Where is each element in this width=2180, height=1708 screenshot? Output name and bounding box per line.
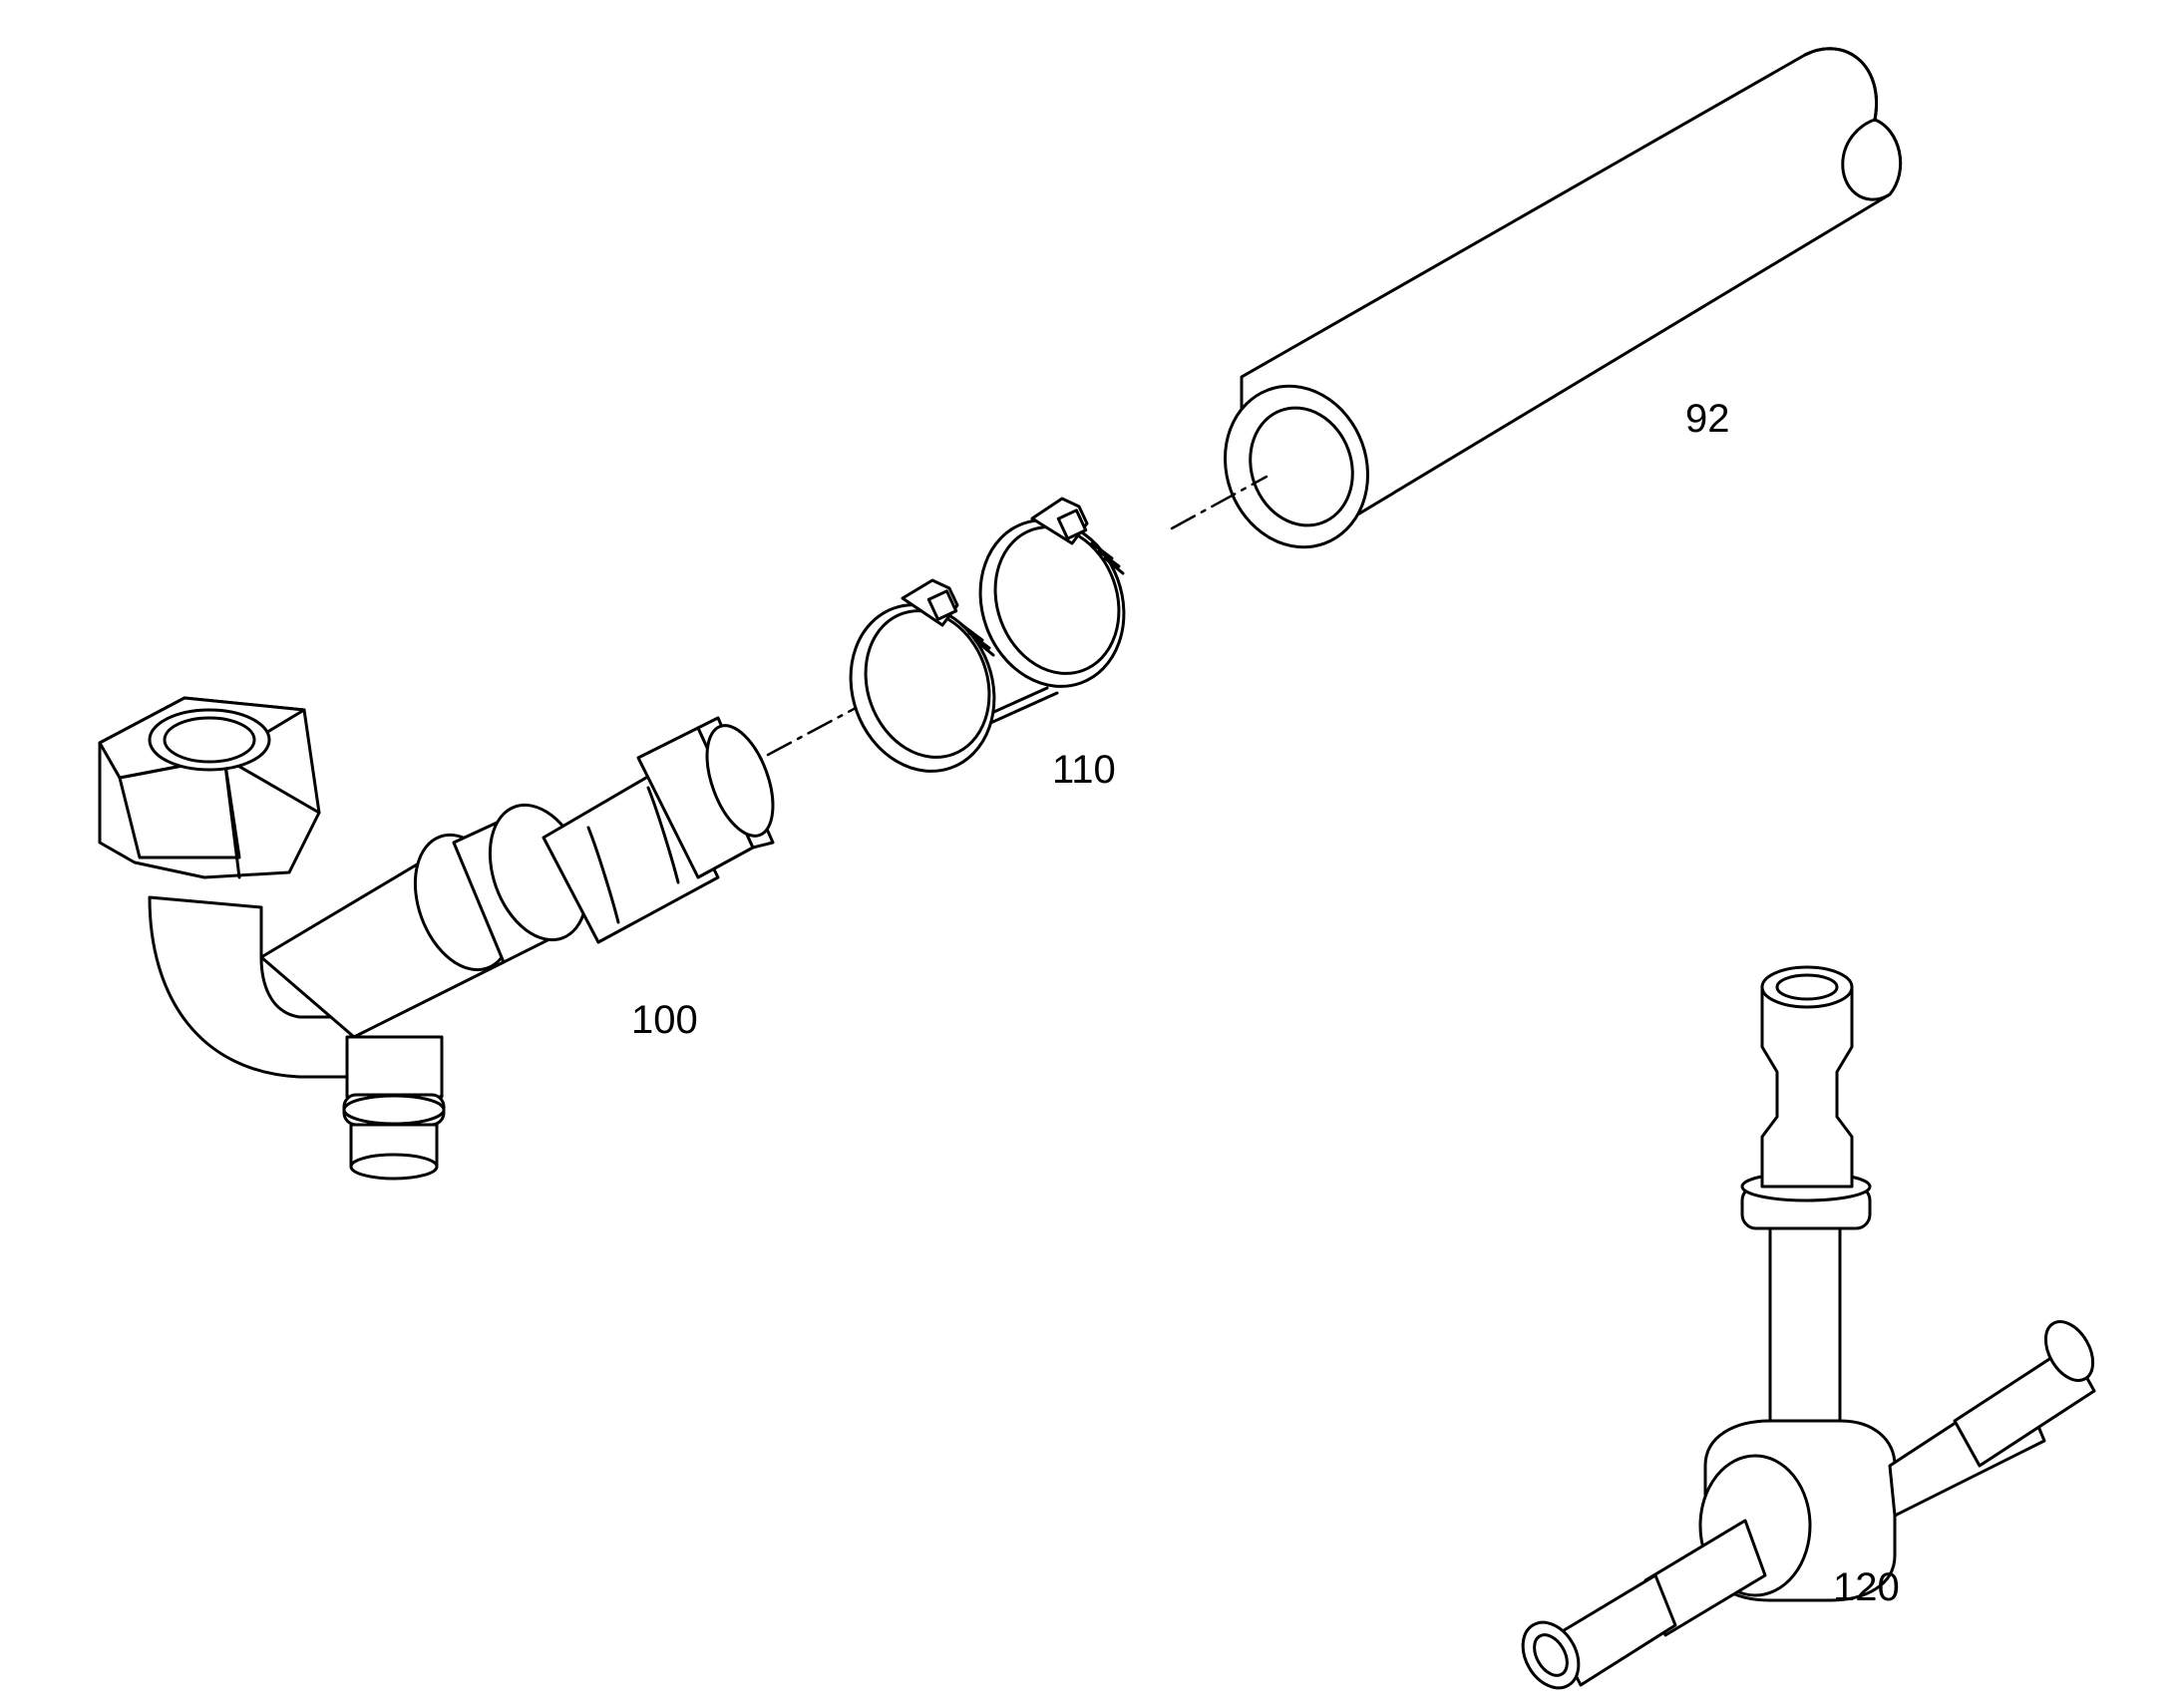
- reference-label-tee-fitting: 120: [1833, 1565, 1900, 1609]
- hose-clamps-110: [849, 497, 1126, 773]
- axis-line-upper: [1170, 475, 1269, 530]
- tee-fitting-120: [1521, 965, 2096, 1690]
- reference-label-elbow-fitting: 100: [631, 998, 698, 1042]
- elbow-fitting-100: [98, 696, 775, 1181]
- hose-92: [1223, 47, 1903, 549]
- reference-label-hose: 92: [1685, 397, 1730, 441]
- reference-label-clamps: 110: [1052, 748, 1116, 792]
